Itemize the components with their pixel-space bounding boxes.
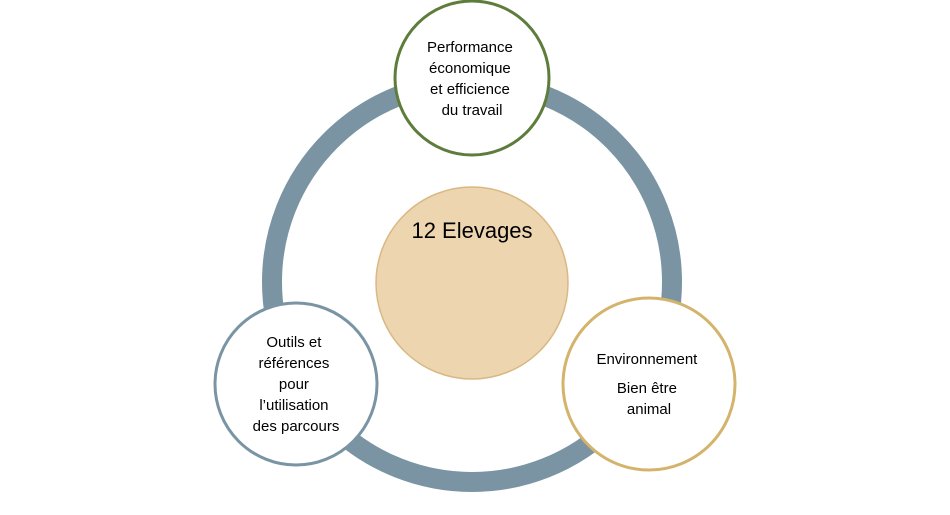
node-outils: Outils et références pour l’utilisation … [213, 301, 379, 467]
node-environnement: Environnement Bien être animal [561, 296, 737, 472]
node-performance-line: économique [429, 60, 511, 77]
node-environnement-circle [561, 296, 737, 472]
node-performance: Performance économique et efficience du … [393, 0, 551, 157]
node-outils-text: Outils et références pour l’utilisation … [253, 334, 340, 435]
node-outils-circle [213, 301, 379, 467]
node-outils-line: pour [279, 376, 309, 393]
node-performance-text: Performance économique et efficience du … [427, 39, 517, 119]
node-performance-circle [393, 0, 551, 157]
node-performance-line: et efficience [430, 81, 510, 98]
center-circle [375, 186, 569, 380]
node-environnement-line: Bien être [617, 380, 677, 397]
node-performance-line: Performance [427, 39, 513, 56]
node-environnement-text: Environnement Bien être animal [596, 351, 701, 418]
node-environnement-line: animal [627, 401, 671, 418]
node-outils-line: Outils et [266, 334, 322, 351]
node-environnement-line: Environnement [596, 351, 698, 368]
node-performance-line: du travail [442, 102, 503, 119]
node-outils-line: des parcours [253, 418, 340, 435]
node-outils-line: l’utilisation [259, 397, 328, 414]
center-label: 12 Elevages [411, 218, 532, 243]
node-outils-line: références [258, 355, 329, 372]
